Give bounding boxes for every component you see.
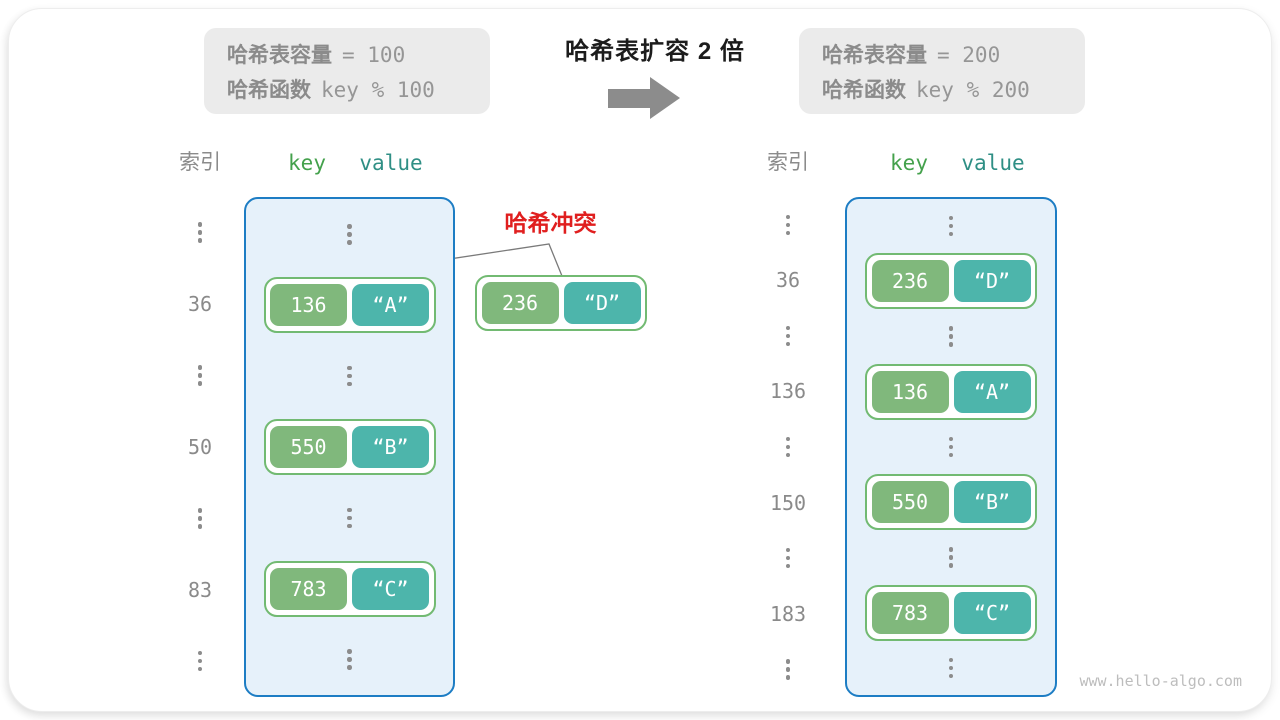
key-cell: 136: [270, 284, 347, 327]
left-key-header: key: [288, 151, 326, 175]
key-cell: 783: [871, 591, 949, 634]
kv-pair: 136 “A”: [865, 363, 1037, 420]
ellipsis-dots: [847, 420, 1055, 474]
diagram-card: [8, 8, 1272, 712]
value-cell: “C”: [953, 591, 1031, 634]
ellipsis-dots: [246, 482, 453, 553]
ellipsis-dots: [847, 530, 1055, 584]
bucket-row: 550 “B”: [847, 474, 1055, 531]
right-index-header: 索引: [767, 151, 809, 174]
index-label: 183: [769, 601, 807, 626]
bucket-row: 136 “A”: [847, 363, 1055, 420]
hash-table-before: 136 “A” 550 “B” 783 “C”: [244, 197, 455, 697]
value-cell: “A”: [953, 370, 1031, 413]
kv-pair: 236 “D”: [475, 275, 647, 331]
kv-pair: 236 “D”: [865, 253, 1037, 310]
left-index-header: 索引: [179, 151, 221, 174]
ellipsis-dots: [170, 340, 230, 411]
ellipsis-dots: [170, 197, 230, 268]
index-label: 136: [769, 379, 807, 404]
ellipsis-dots: [758, 197, 818, 253]
ellipsis-dots: [847, 641, 1055, 695]
key-cell: 550: [270, 426, 347, 468]
index-label: 150: [769, 490, 807, 515]
right-key-header: key: [890, 151, 928, 175]
kv-pair: 136 “A”: [263, 277, 436, 334]
hash-table-after: 236 “D” 136 “A” 550 “B” 783 “C”: [845, 197, 1057, 697]
key-cell: 236: [481, 282, 559, 324]
kv-pair: 550 “B”: [263, 419, 436, 475]
bucket-row: 236 “D”: [847, 253, 1055, 310]
ellipsis-dots: [847, 309, 1055, 363]
key-cell: 550: [871, 481, 949, 524]
index-label: 50: [187, 434, 213, 459]
right-index-column: 36 136 150 183: [758, 197, 818, 697]
ellipsis-dots: [246, 624, 453, 695]
bucket-row: 783 “C”: [246, 553, 453, 624]
capacity-label: 哈希表容量: [227, 43, 332, 67]
bucket-row: 550 “B”: [246, 412, 453, 483]
kv-pair: 783 “C”: [865, 584, 1037, 641]
capacity-info-box-left: 哈希表容量 = 100 哈希函数 key % 100: [204, 28, 490, 114]
index-label: 36: [775, 268, 801, 293]
value-cell: “A”: [352, 284, 429, 327]
colliding-kv-pair: 236 “D”: [475, 275, 647, 331]
value-cell: “C”: [352, 567, 429, 610]
ellipsis-dots: [170, 483, 230, 554]
hash-function-value: key % 200: [916, 77, 1030, 102]
left-value-header: value: [359, 151, 423, 175]
index-label: 36: [187, 292, 213, 317]
bucket-row: 136 “A”: [246, 270, 453, 341]
kv-pair: 550 “B”: [865, 474, 1037, 531]
watermark: www.hello-algo.com: [1079, 672, 1242, 690]
capacity-label: 哈希表容量: [822, 43, 927, 67]
ellipsis-dots: [758, 308, 818, 364]
hash-function-value: key % 100: [321, 77, 435, 102]
bucket-row: 783 “C”: [847, 584, 1055, 641]
capacity-line: 哈希表容量 = 200: [822, 39, 1085, 69]
ellipsis-dots: [758, 419, 818, 475]
capacity-value: = 200: [937, 42, 1001, 67]
ellipsis-dots: [246, 341, 453, 412]
key-cell: 236: [871, 260, 949, 303]
index-label: 83: [187, 577, 213, 602]
ellipsis-dots: [847, 199, 1055, 253]
value-cell: “B”: [953, 481, 1031, 524]
ellipsis-dots: [246, 199, 453, 270]
diagram-title: 哈希表扩容 2 倍: [565, 38, 745, 65]
ellipsis-dots: [758, 530, 818, 586]
hash-function-label: 哈希函数: [822, 78, 906, 102]
key-cell: 783: [270, 567, 347, 610]
key-cell: 136: [871, 370, 949, 413]
hash-function-label: 哈希函数: [227, 78, 311, 102]
kv-pair: 783 “C”: [263, 560, 436, 617]
left-index-column: 36 50 83: [170, 197, 230, 697]
capacity-value: = 100: [342, 42, 406, 67]
value-cell: “D”: [563, 282, 641, 324]
ellipsis-dots: [758, 642, 818, 698]
capacity-info-box-right: 哈希表容量 = 200 哈希函数 key % 200: [799, 28, 1085, 114]
right-value-header: value: [961, 151, 1025, 175]
hash-collision-label: 哈希冲突: [504, 210, 597, 236]
ellipsis-dots: [170, 626, 230, 697]
capacity-line: 哈希表容量 = 100: [227, 39, 490, 69]
hash-function-line: 哈希函数 key % 200: [822, 74, 1085, 104]
value-cell: “B”: [352, 426, 429, 468]
value-cell: “D”: [953, 260, 1031, 303]
hash-function-line: 哈希函数 key % 100: [227, 74, 490, 104]
